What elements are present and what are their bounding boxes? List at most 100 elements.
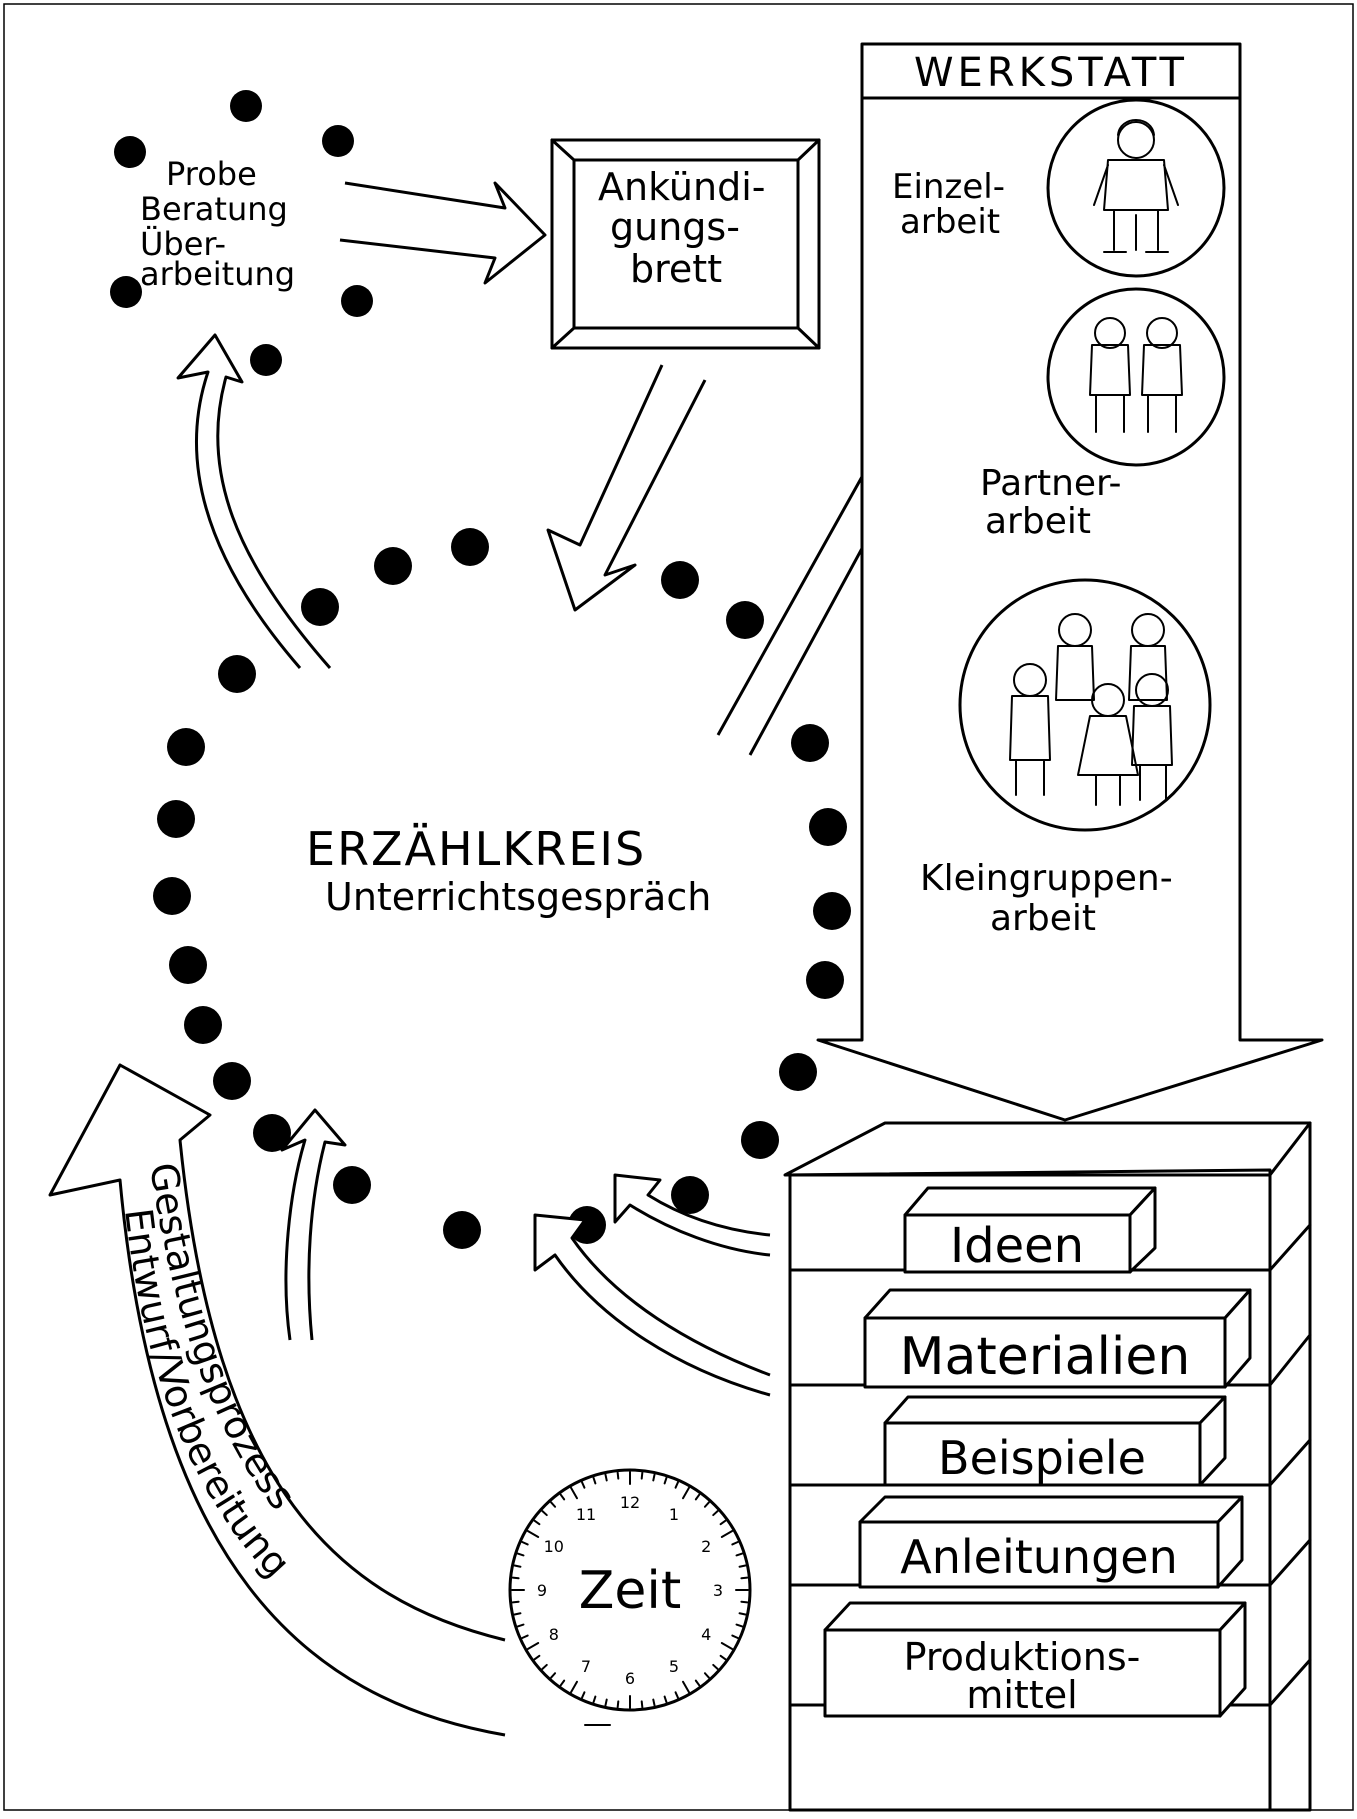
werkstatt-column: WERKSTATT Einzel- arbeit Partner- arbeit xyxy=(816,42,1324,1122)
board-inner-frame xyxy=(572,158,800,330)
clock-tick xyxy=(541,1663,548,1670)
shelf-frame xyxy=(783,1121,1312,1812)
circle-dot xyxy=(809,808,847,846)
board-line3: brett xyxy=(630,247,722,291)
clock-tick xyxy=(712,1663,719,1670)
circle-dot xyxy=(157,800,195,838)
arrow-process-to-circle xyxy=(280,1108,347,1341)
probe-dot xyxy=(114,136,146,168)
circle-dot xyxy=(374,547,412,585)
clock-tick xyxy=(550,1501,557,1508)
probe-cluster: Probe Beratung Über- arbeitung xyxy=(110,90,373,376)
clock-tick xyxy=(682,1486,690,1500)
group-circle xyxy=(958,578,1212,832)
box-ideen: Ideen xyxy=(903,1186,1157,1274)
circle-dot xyxy=(451,528,489,566)
clock-numeral: 6 xyxy=(625,1669,635,1688)
circle-dot xyxy=(779,1053,817,1091)
process-arrow-shape xyxy=(48,1063,506,1737)
clock-tick xyxy=(541,1510,548,1517)
clock-numeral: 5 xyxy=(669,1657,679,1676)
single-child-icon xyxy=(1093,119,1179,253)
clock-tick xyxy=(570,1680,578,1694)
shelf-item-label: Ideen xyxy=(950,1218,1084,1274)
clock-tick xyxy=(604,1473,608,1482)
circle-dot xyxy=(153,877,191,915)
clock-tick xyxy=(640,1700,644,1709)
circle-dot xyxy=(167,728,205,766)
circle-dot xyxy=(218,655,256,693)
clock-numeral: 1 xyxy=(669,1505,679,1524)
clock-numeral: 3 xyxy=(713,1581,723,1600)
clock-tick xyxy=(570,1486,578,1500)
partner-children-icon xyxy=(1089,317,1183,433)
box-beispiele: Beispiele xyxy=(883,1395,1227,1487)
clock-tick xyxy=(559,1679,566,1687)
clock-numeral: 11 xyxy=(576,1505,596,1524)
clock-tick xyxy=(674,1691,679,1699)
clock-numeral: 4 xyxy=(701,1625,711,1644)
clock-tick xyxy=(516,1552,525,1557)
clock-numeral: 2 xyxy=(701,1537,711,1556)
probe-dot xyxy=(341,285,373,317)
clock-numeral: 9 xyxy=(537,1581,547,1600)
clock-tick xyxy=(674,1481,679,1489)
clock-tick xyxy=(513,1612,522,1616)
arrow-circle-to-probe xyxy=(176,333,332,669)
clock-tick xyxy=(640,1471,644,1480)
shelf: Ideen Materialien Beispiele Anleitungen … xyxy=(783,1121,1312,1812)
klein-line1: Kleingruppen- xyxy=(920,858,1173,899)
arrow-probe-to-board xyxy=(339,181,547,285)
clock-tick xyxy=(521,1634,529,1639)
clock-tick xyxy=(511,1576,520,1580)
einzel-line2: arbeit xyxy=(900,202,1000,242)
clock-tick xyxy=(720,1530,734,1538)
clock-tick xyxy=(513,1564,522,1568)
circle-dot xyxy=(213,1062,251,1100)
clock-tick xyxy=(703,1501,710,1508)
clock-numeral: 7 xyxy=(581,1657,591,1676)
group-children-icon xyxy=(1009,613,1173,806)
clock-tick xyxy=(652,1473,656,1482)
circle-dot xyxy=(813,892,851,930)
probe-line1: Probe xyxy=(166,155,257,193)
clock-tick xyxy=(738,1612,747,1616)
clock-numeral: 12 xyxy=(620,1493,640,1512)
circle-dot xyxy=(661,561,699,599)
circle-dot xyxy=(184,1006,222,1044)
clock-tick xyxy=(652,1698,656,1707)
probe-dot xyxy=(110,276,142,308)
circle-dot xyxy=(671,1176,709,1214)
partner-line2: arbeit xyxy=(985,501,1091,542)
circle-dot xyxy=(301,588,339,626)
clock-tick xyxy=(663,1695,668,1704)
partner-circle xyxy=(1046,287,1226,467)
clock-tick xyxy=(740,1576,749,1580)
clock-tick xyxy=(735,1552,744,1557)
probe-dot xyxy=(322,125,354,157)
clock-tick xyxy=(550,1672,557,1679)
klein-line2: arbeit xyxy=(990,898,1096,939)
clock-tick xyxy=(682,1680,690,1694)
probe-line2: Beratung xyxy=(140,190,288,228)
probe-line3: Über- xyxy=(140,225,226,263)
board-line1: Ankündi- xyxy=(598,165,765,209)
clock-ticks xyxy=(511,1471,749,1709)
shelf-item-label: Beispiele xyxy=(938,1431,1146,1485)
clock-tick xyxy=(738,1564,747,1568)
clock-tick xyxy=(604,1698,608,1707)
circle-dot xyxy=(791,724,829,762)
clock-tick xyxy=(521,1541,529,1546)
circle-dot xyxy=(568,1206,606,1244)
clock-label: Zeit xyxy=(579,1561,681,1621)
clock-tick xyxy=(719,1654,727,1661)
single-worker-circle xyxy=(1046,98,1226,278)
shelf-last-line1: Produktions- xyxy=(904,1635,1141,1679)
clock-face xyxy=(508,1468,752,1712)
clock-tick xyxy=(592,1695,597,1704)
box-produktionsmittel: Produktions- mittel xyxy=(823,1601,1247,1718)
